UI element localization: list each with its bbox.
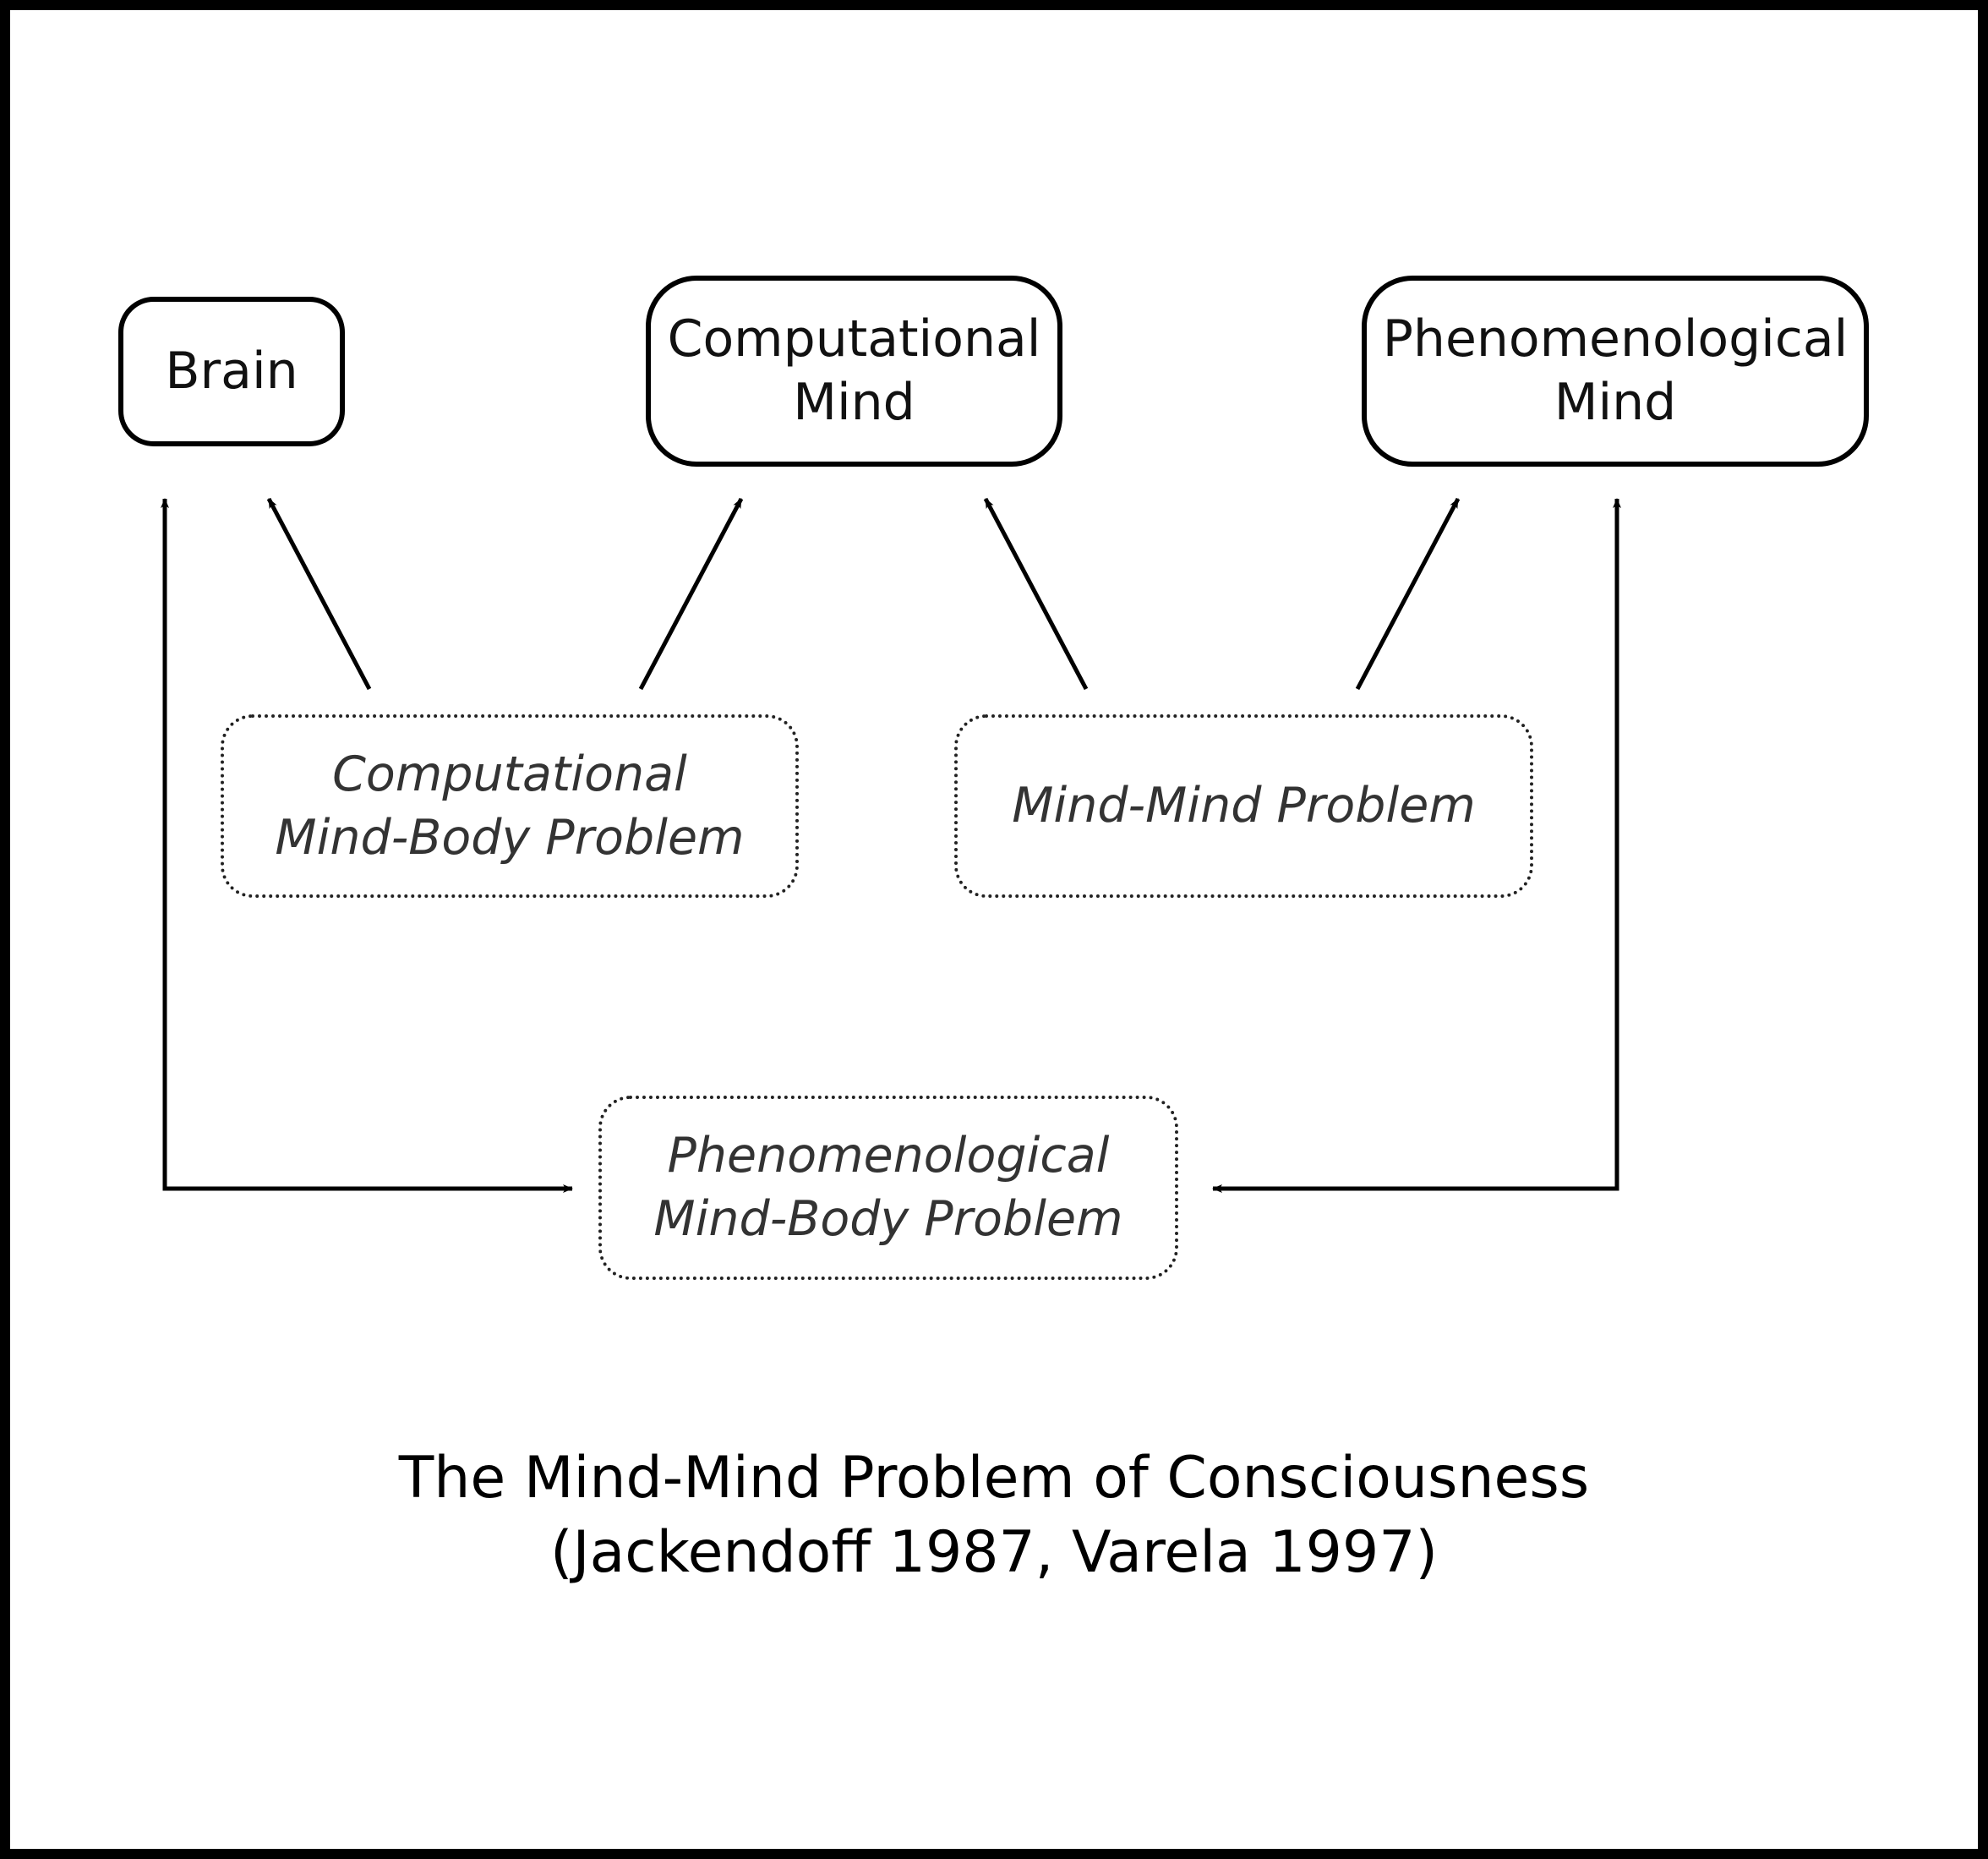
computational-mind-body-problem-box: Computational Mind-Body Problem (221, 714, 799, 898)
phenomenological-mind-label-line-1: Phenomenological (1382, 309, 1849, 369)
arrow-cmb-to-computational-mind (638, 497, 744, 691)
arrow-mm-to-computational-mind (983, 497, 1089, 691)
computational-mind-label-line-1: Computational (667, 309, 1041, 369)
caption-citation: (Jackendoff 1987, Varela 1997) (549, 1519, 1438, 1586)
mind-mind-problem-label: Mind-Mind Problem (1012, 778, 1476, 834)
phenomenological-mind-label-line-2: Mind (1554, 373, 1677, 432)
arrow-mm-to-phenomenological-mind (1355, 497, 1461, 691)
figure-caption: The Mind-Mind Problem of Consciousness (… (0, 1441, 1988, 1590)
phenomenological-mind-body-problem-box: Phenomenological Mind-Body Problem (598, 1096, 1178, 1280)
brain-node-label: Brain (165, 342, 298, 401)
computational-mind-body-problem-line-1: Computational (332, 746, 687, 802)
phenomenological-mind-body-problem-line-1: Phenomenological (667, 1128, 1110, 1184)
arrow-cmb-to-brain (266, 497, 372, 691)
computational-mind-body-problem-line-2: Mind-Body Problem (275, 809, 745, 866)
phenomenological-mind-body-problem-line-2: Mind-Body Problem (653, 1191, 1123, 1247)
phenomenological-mind-node: Phenomenological Mind (1362, 276, 1869, 467)
caption-title: The Mind-Mind Problem of Consciousness (398, 1445, 1590, 1512)
computational-mind-node: Computational Mind (646, 276, 1062, 467)
mind-mind-problem-box: Mind-Mind Problem (954, 714, 1533, 898)
computational-mind-label-line-2: Mind (793, 373, 915, 432)
brain-node: Brain (118, 297, 345, 446)
